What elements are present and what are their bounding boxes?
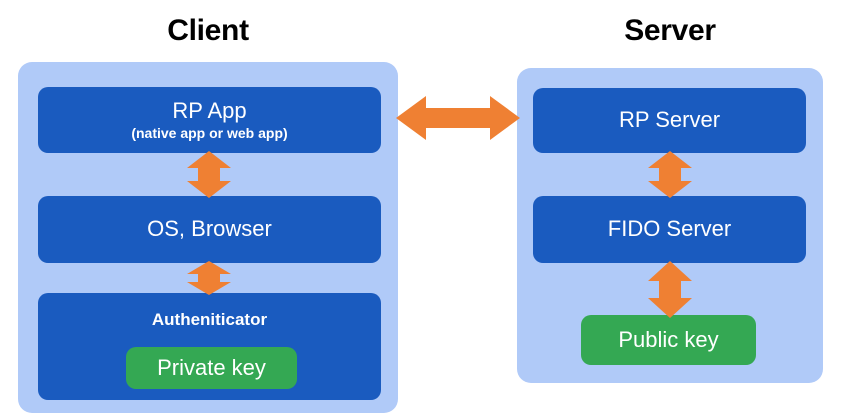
box-fido-server-title: FIDO Server <box>607 216 732 242</box>
double-arrow-vertical-icon <box>648 261 692 318</box>
client-column-title: Client <box>167 14 249 47</box>
private-key-chip: Private key <box>126 347 297 389</box>
double-arrow-horizontal-icon <box>396 94 520 142</box>
double-arrow-vertical-icon <box>187 261 231 295</box>
box-rp-app: RP App (native app or web app) <box>38 87 381 153</box>
box-os-browser: OS, Browser <box>38 196 381 263</box>
box-rp-app-title: RP App <box>172 97 247 123</box>
double-arrow-vertical-icon <box>187 151 231 198</box>
box-fido-server: FIDO Server <box>533 196 806 263</box>
box-rp-server: RP Server <box>533 88 806 153</box>
box-os-browser-title: OS, Browser <box>147 216 272 242</box>
public-key-chip: Public key <box>581 315 756 365</box>
double-arrow-vertical-icon <box>648 151 692 198</box>
box-authenticator-title: Autheniticator <box>151 310 268 329</box>
box-rp-server-title: RP Server <box>618 107 721 133</box>
box-rp-app-subtitle: (native app or web app) <box>131 124 288 141</box>
server-column-title: Server <box>624 14 716 47</box>
